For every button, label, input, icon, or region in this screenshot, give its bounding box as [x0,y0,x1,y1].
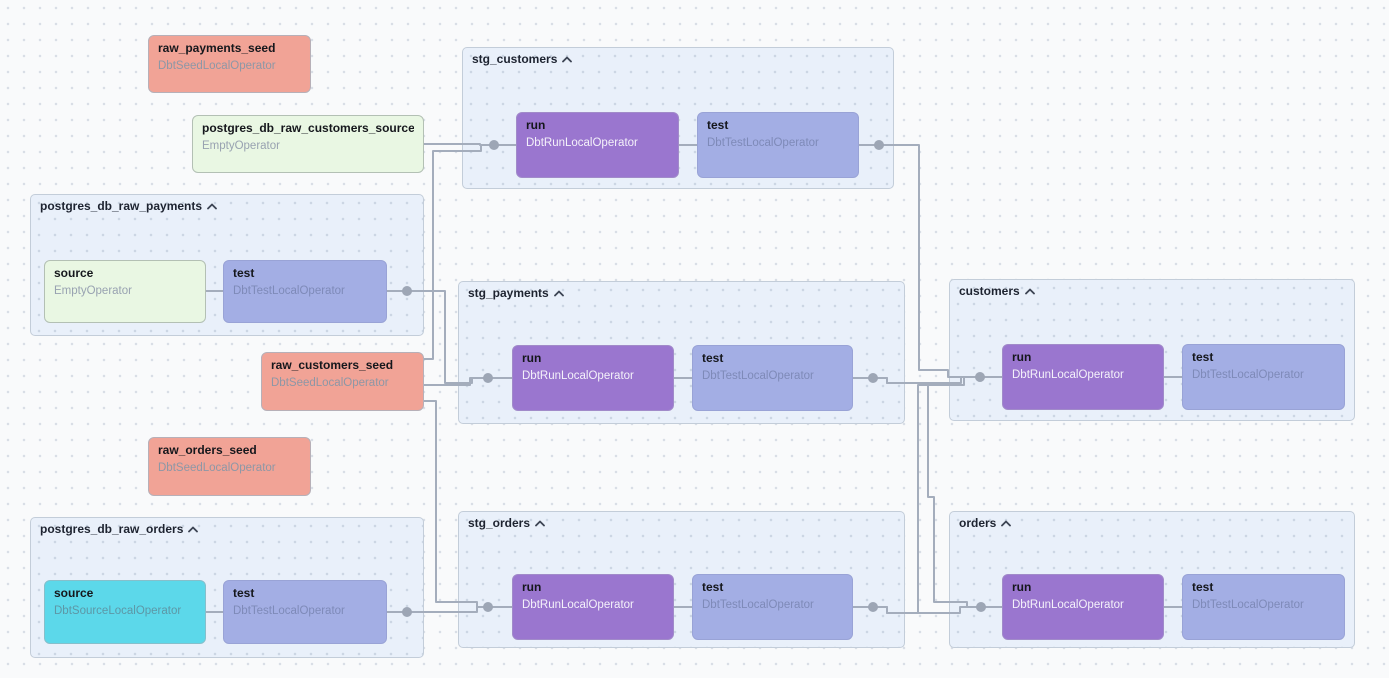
task-operator: EmptyOperator [202,139,280,152]
group-header: stg_customers [472,52,573,66]
task-operator: DbtTestLocalOperator [1192,598,1304,611]
task-title: raw_customers_seed [271,358,394,372]
group-label[interactable]: postgres_db_raw_orders [40,522,184,536]
task-title: raw_orders_seed [158,443,257,457]
group-label[interactable]: orders [959,516,997,530]
task-title: run [1012,350,1032,364]
group-header: orders [959,516,1012,530]
task-title: test [233,586,255,600]
chevron-up-icon[interactable] [1001,520,1012,527]
task-title: raw_payments_seed [158,41,276,55]
chevron-up-icon[interactable] [207,203,217,210]
task-title: source [54,586,94,600]
group-label[interactable]: stg_payments [468,286,549,300]
task-operator: DbtTestLocalOperator [702,369,814,382]
task-title: test [702,351,724,365]
task-operator: EmptyOperator [54,284,132,297]
group-label[interactable]: stg_customers [472,52,558,66]
task-operator: DbtTestLocalOperator [233,284,345,297]
task-title: postgres_db_raw_customers_source [202,121,414,135]
task-operator: DbtSeedLocalOperator [158,59,276,72]
group-header: customers [959,284,1035,298]
group-header: postgres_db_raw_orders [40,522,199,536]
task-operator: DbtSeedLocalOperator [271,376,389,389]
task-title: run [522,580,542,594]
task-operator: DbtSourceLocalOperator [54,604,182,617]
task-title: test [702,580,724,594]
task-operator: DbtRunLocalOperator [526,136,638,149]
task-operator: DbtSeedLocalOperator [158,461,276,474]
chevron-up-icon[interactable] [535,520,545,527]
task-title: test [707,118,729,132]
task-title: test [233,266,255,280]
chevron-up-icon[interactable] [1024,288,1035,295]
chevron-up-icon[interactable] [553,290,564,297]
task-title: test [1192,350,1214,364]
task-operator: DbtTestLocalOperator [707,136,819,149]
group-label[interactable]: stg_orders [468,516,531,530]
chevron-up-icon[interactable] [188,526,199,533]
task-operator: DbtRunLocalOperator [1012,598,1124,611]
task-title: run [522,351,542,365]
task-operator: DbtRunLocalOperator [1012,368,1124,381]
task-title: run [1012,580,1032,594]
group-header: stg_orders [468,516,545,530]
group-label[interactable]: customers [959,284,1020,298]
task-operator: DbtRunLocalOperator [522,369,634,382]
task-operator: DbtTestLocalOperator [1192,368,1304,381]
group-label[interactable]: postgres_db_raw_payments [40,199,203,213]
group-header: postgres_db_raw_payments [40,199,217,213]
task-title: source [54,266,94,280]
task-operator: DbtTestLocalOperator [233,604,345,617]
task-operator: DbtRunLocalOperator [522,598,634,611]
task-title: test [1192,580,1214,594]
task-operator: DbtTestLocalOperator [702,598,814,611]
task-title: run [526,118,546,132]
group-header: stg_payments [468,286,564,300]
chevron-up-icon[interactable] [562,56,573,63]
